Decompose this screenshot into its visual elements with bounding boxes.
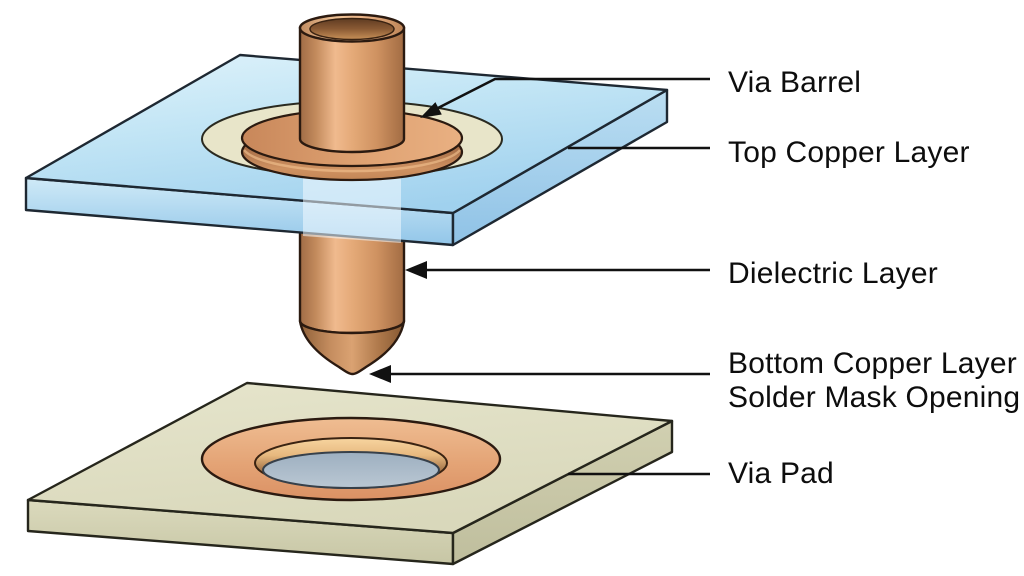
leader-line-via-barrel bbox=[435, 77, 710, 111]
via-barrel-cone bbox=[298, 319, 406, 376]
via-barrel-bore-hole bbox=[309, 17, 395, 41]
label-via-pad: Via Pad bbox=[728, 457, 834, 490]
leader-arrow-bottom-copper-icon bbox=[369, 365, 391, 383]
leader-arrow-dielectric-icon bbox=[405, 261, 427, 279]
via-barrel-upper bbox=[298, 13, 406, 154]
label-bottom-copper-layer: Bottom Copper Layer bbox=[728, 347, 1017, 380]
label-dielectric-layer: Dielectric Layer bbox=[728, 257, 938, 290]
label-solder-mask-opening: Solder Mask Opening bbox=[728, 381, 1021, 414]
leader-arrow-via-barrel-icon bbox=[420, 102, 442, 118]
leader-lines bbox=[369, 77, 710, 476]
flange-disc-rim-highlight bbox=[243, 149, 461, 173]
label-via-barrel: Via Barrel bbox=[728, 66, 862, 99]
via-pad-hole bbox=[262, 451, 440, 489]
label-bottom-copper-solder-mask: Bottom Copper Layer Solder Mask Opening bbox=[728, 347, 1020, 415]
bottom-copper-plate bbox=[26, 381, 674, 566]
via-barrel-shaft-upper bbox=[298, 26, 406, 154]
label-top-copper-layer: Top Copper Layer bbox=[728, 136, 970, 169]
barrel-through-plate-translucency bbox=[303, 175, 401, 243]
via-flange-disc bbox=[240, 108, 464, 182]
